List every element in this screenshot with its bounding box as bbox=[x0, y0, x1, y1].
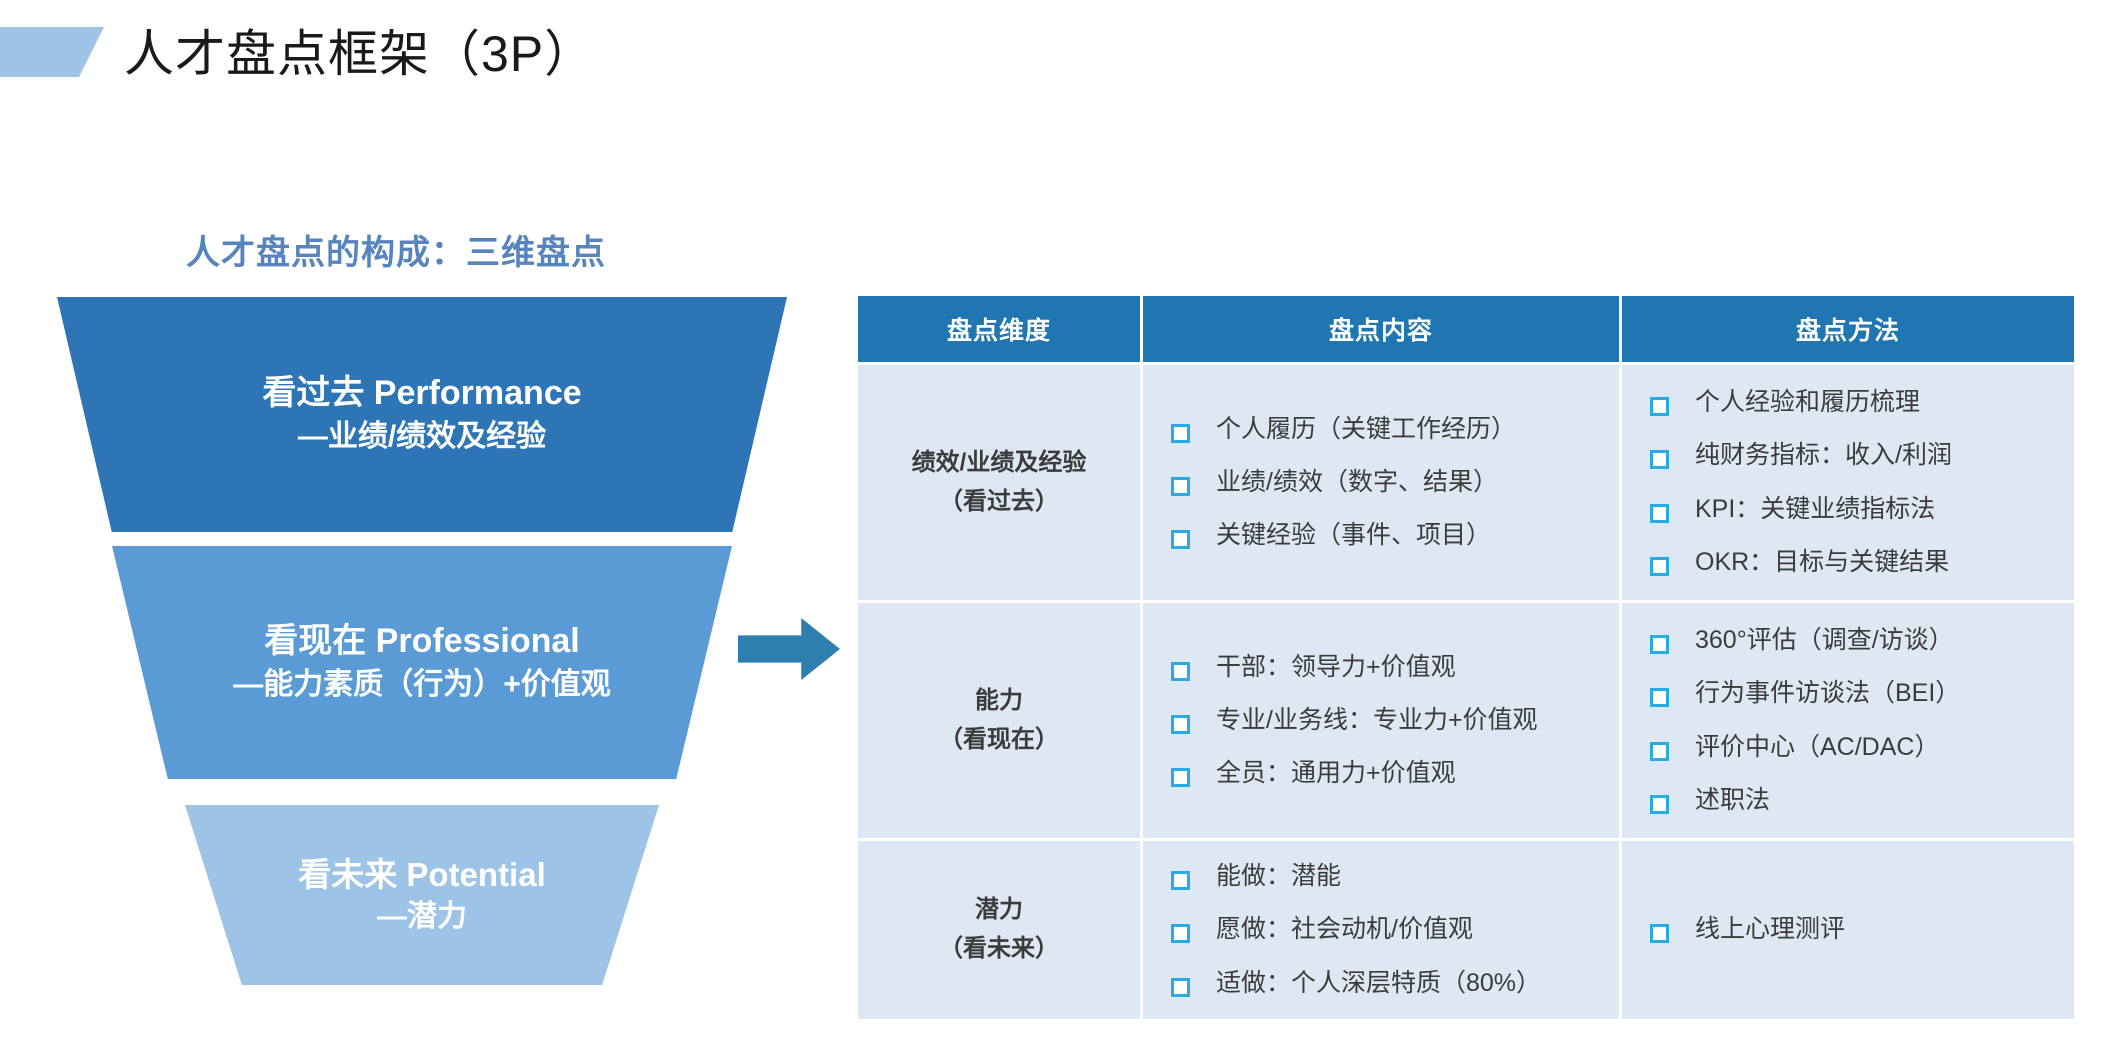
bullet-square-icon bbox=[1171, 476, 1190, 496]
title-accent-marker bbox=[0, 27, 104, 77]
cell-method-performance: 个人经验和履历梳理 纯财务指标：收入/利润 KPI：关键业绩指标法 OKR：目标… bbox=[1622, 365, 2074, 600]
funnel-segment-performance: 看过去 Performance —业绩/绩效及经验 bbox=[57, 297, 787, 532]
section-subtitle: 人才盘点的构成：三维盘点 bbox=[186, 234, 606, 272]
list-item-label: 愿做：社会动机/价值观 bbox=[1216, 915, 1473, 944]
list-item-label: 述职法 bbox=[1695, 785, 1771, 814]
list-item: KPI：关键业绩指标法 bbox=[1650, 494, 2064, 525]
bullet-square-icon bbox=[1650, 741, 1669, 761]
list-item: 适做：个人深层特质（80%） bbox=[1171, 968, 1609, 999]
list-item-label: KPI：关键业绩指标法 bbox=[1695, 494, 1936, 523]
bullet-square-icon bbox=[1171, 768, 1190, 788]
list-item: 评价中心（AC/DAC） bbox=[1650, 732, 2064, 763]
list-item: 愿做：社会动机/价值观 bbox=[1171, 914, 1609, 945]
list-item: 关键经验（事件、项目） bbox=[1171, 520, 1609, 551]
bullet-square-icon bbox=[1171, 530, 1190, 550]
column-header-content: 盘点内容 bbox=[1143, 296, 1619, 362]
dimension-main-label: 绩效/业绩及经验 bbox=[911, 449, 1087, 477]
list-item: 述职法 bbox=[1650, 785, 2064, 816]
cell-content-potential: 能做：潜能 愿做：社会动机/价值观 适做：个人深层特质（80%） bbox=[1143, 841, 1619, 1019]
funnel-segment-professional: 看现在 Professional —能力素质（行为）+价值观 bbox=[112, 546, 732, 779]
column-header-method: 盘点方法 bbox=[1622, 296, 2074, 362]
list-item-label: 线上心理测评 bbox=[1695, 915, 1846, 944]
list-item-label: 评价中心（AC/DAC） bbox=[1695, 732, 1940, 761]
cell-content-performance: 个人履历（关键工作经历） 业绩/绩效（数字、结果） 关键经验（事件、项目） bbox=[1143, 365, 1619, 600]
funnel-segment-professional-subtitle: —能力素质（行为）+价值观 bbox=[233, 667, 611, 701]
list-item-label: 360°评估（调查/访谈） bbox=[1695, 626, 1954, 654]
list-item-label: 能做：潜能 bbox=[1216, 862, 1342, 890]
content-bullet-list: 能做：潜能 愿做：社会动机/价值观 适做：个人深层特质（80%） bbox=[1143, 841, 1619, 1019]
list-item: 业绩/绩效（数字、结果） bbox=[1171, 467, 1609, 498]
bullet-square-icon bbox=[1171, 924, 1190, 944]
bullet-square-icon bbox=[1650, 503, 1669, 523]
bullet-square-icon bbox=[1650, 397, 1669, 416]
dimension-sub-label: （看过去） bbox=[939, 487, 1059, 515]
content-bullet-list: 干部：领导力+价值观 专业/业务线：专业力+价值观 全员：通用力+价值观 bbox=[1143, 630, 1619, 812]
bullet-square-icon bbox=[1650, 556, 1669, 576]
list-item-label: 业绩/绩效（数字、结果） bbox=[1216, 467, 1498, 496]
funnel-segment-potential-subtitle: —潜力 bbox=[377, 899, 467, 933]
bullet-square-icon bbox=[1650, 924, 1669, 944]
list-item-label: OKR：目标与关键结果 bbox=[1695, 547, 1950, 576]
funnel-segment-potential-title: 看未来 Potential bbox=[298, 855, 546, 893]
page-title: 人才盘点框架（3P） bbox=[124, 26, 596, 82]
list-item-label: 专业/业务线：专业力+价值观 bbox=[1216, 705, 1538, 734]
list-item: 全员：通用力+价值观 bbox=[1171, 758, 1609, 789]
list-item: 纯财务指标：收入/利润 bbox=[1650, 440, 2064, 471]
cell-content-capability: 干部：领导力+价值观 专业/业务线：专业力+价值观 全员：通用力+价值观 bbox=[1143, 603, 1619, 838]
cell-dimension-potential: 潜力 （看未来） bbox=[858, 841, 1140, 1019]
list-item: 能做：潜能 bbox=[1171, 861, 1609, 892]
list-item-label: 全员：通用力+价值观 bbox=[1216, 759, 1456, 788]
cell-method-capability: 360°评估（调查/访谈） 行为事件访谈法（BEI） 评价中心（AC/DAC） … bbox=[1622, 603, 2074, 838]
arrow-right-icon bbox=[738, 618, 840, 680]
method-bullet-list: 个人经验和履历梳理 纯财务指标：收入/利润 KPI：关键业绩指标法 OKR：目标… bbox=[1622, 365, 2074, 600]
funnel-segment-potential: 看未来 Potential —潜力 bbox=[185, 805, 659, 985]
table-row: 能力 （看现在） 干部：领导力+价值观 专业/业务线：专业力+价值观 全员：通 bbox=[858, 603, 2074, 838]
bullet-square-icon bbox=[1650, 688, 1669, 708]
bullet-square-icon bbox=[1650, 794, 1669, 814]
bullet-square-icon bbox=[1650, 450, 1669, 470]
bullet-square-icon bbox=[1171, 871, 1190, 890]
list-item: 线上心理测评 bbox=[1650, 914, 2064, 945]
list-item: 个人履历（关键工作经历） bbox=[1171, 414, 1609, 445]
list-item-label: 行为事件访谈法（BEI） bbox=[1695, 679, 1961, 708]
bullet-square-icon bbox=[1171, 714, 1190, 734]
dimension-sub-label: （看现在） bbox=[939, 725, 1059, 753]
dimension-main-label: 潜力 bbox=[975, 896, 1023, 924]
list-item-label: 干部：领导力+价值观 bbox=[1216, 652, 1456, 681]
cell-dimension-capability: 能力 （看现在） bbox=[858, 603, 1140, 838]
bullet-square-icon bbox=[1171, 423, 1190, 443]
column-header-dimension: 盘点维度 bbox=[858, 296, 1140, 362]
cell-method-potential: 线上心理测评 bbox=[1622, 841, 2074, 1019]
funnel-segment-professional-title: 看现在 Professional bbox=[264, 622, 580, 661]
list-item-label: 适做：个人深层特质（80%） bbox=[1216, 968, 1542, 997]
list-item: 行为事件访谈法（BEI） bbox=[1650, 678, 2064, 709]
table-row: 潜力 （看未来） 能做：潜能 愿做：社会动机/价值观 适做：个人深层特质（80 bbox=[858, 841, 2074, 1019]
method-bullet-list: 360°评估（调查/访谈） 行为事件访谈法（BEI） 评价中心（AC/DAC） … bbox=[1622, 603, 2074, 838]
funnel-segment-performance-subtitle: —业绩/绩效及经验 bbox=[297, 419, 547, 453]
bullet-square-icon bbox=[1171, 661, 1190, 681]
funnel-segment-performance-title: 看过去 Performance bbox=[262, 374, 582, 413]
list-item: OKR：目标与关键结果 bbox=[1650, 547, 2064, 578]
method-bullet-list: 线上心理测评 bbox=[1622, 914, 2074, 945]
bullet-square-icon bbox=[1171, 977, 1190, 997]
bullet-square-icon bbox=[1650, 635, 1669, 654]
dimension-main-label: 能力 bbox=[975, 687, 1023, 715]
list-item-label: 个人履历（关键工作经历） bbox=[1216, 414, 1517, 443]
inventory-matrix-table: 盘点维度 盘点内容 盘点方法 绩效/业绩及经验 （看过去） 个人履历（关键工作经… bbox=[855, 293, 2077, 1022]
list-item-label: 个人经验和履历梳理 bbox=[1695, 388, 1921, 416]
list-item-label: 纯财务指标：收入/利润 bbox=[1695, 441, 1952, 470]
list-item: 360°评估（调查/访谈） bbox=[1650, 625, 2064, 656]
dimension-sub-label: （看未来） bbox=[939, 934, 1059, 962]
cell-dimension-performance: 绩效/业绩及经验 （看过去） bbox=[858, 365, 1140, 600]
list-item: 干部：领导力+价值观 bbox=[1171, 652, 1609, 683]
list-item-label: 关键经验（事件、项目） bbox=[1216, 521, 1492, 550]
content-bullet-list: 个人履历（关键工作经历） 业绩/绩效（数字、结果） 关键经验（事件、项目） bbox=[1143, 392, 1619, 574]
list-item: 专业/业务线：专业力+价值观 bbox=[1171, 705, 1609, 736]
table-header-row: 盘点维度 盘点内容 盘点方法 bbox=[858, 296, 2074, 362]
list-item: 个人经验和履历梳理 bbox=[1650, 387, 2064, 418]
table-row: 绩效/业绩及经验 （看过去） 个人履历（关键工作经历） 业绩/绩效（数字、结果） bbox=[858, 365, 2074, 600]
